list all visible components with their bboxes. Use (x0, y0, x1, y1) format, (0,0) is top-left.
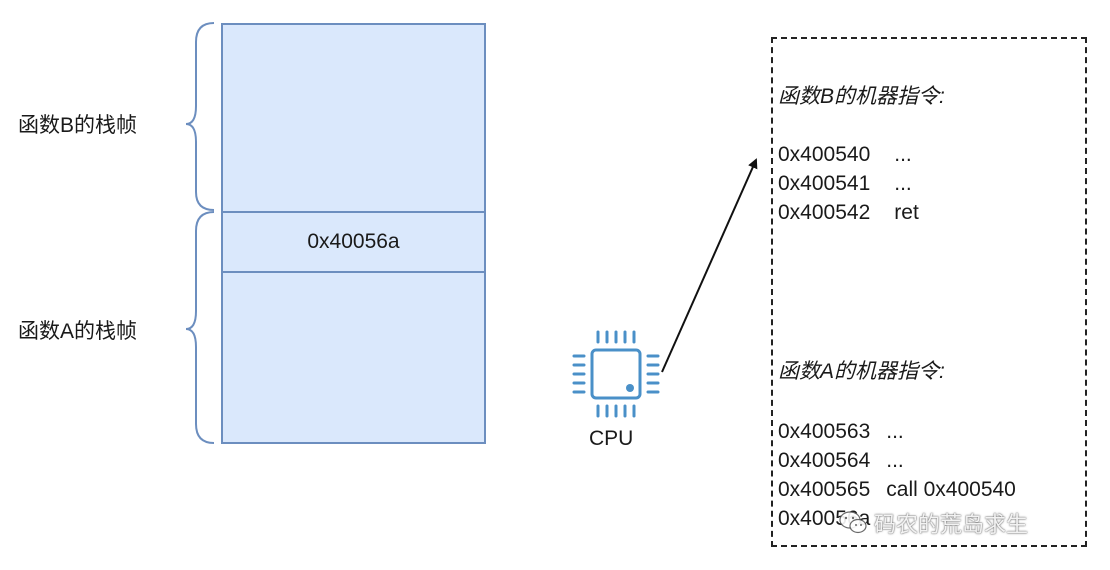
frame-braces (185, 22, 215, 444)
function-b-instructions-heading: 函数B的机器指令: (778, 85, 945, 108)
instruction-row: 0x400564... (778, 446, 1016, 475)
wechat-icon (839, 511, 867, 534)
instruction-row: 0x400542 ret (778, 198, 919, 227)
watermark-text: 码农的荒岛求生 (874, 512, 1029, 537)
instruction-address: 0x400541 (778, 172, 871, 195)
instruction-row: 0x400563... (778, 417, 1016, 446)
frame-b-label: 函数B的栈帧 (18, 114, 138, 137)
frame-a-label: 函数A的栈帧 (18, 320, 138, 343)
instruction-op: ... (886, 449, 904, 472)
instruction-address: 0x400563 (778, 420, 871, 443)
watermark: 码农的荒岛求生 (838, 507, 1028, 539)
stack-return-address-slot: 0x40056a (221, 211, 486, 273)
instruction-op: ret (894, 201, 919, 224)
instruction-panel (771, 37, 1087, 547)
cpu-label: CPU (589, 427, 634, 450)
instruction-pointer-arrow (661, 158, 758, 373)
instruction-op: ... (894, 172, 912, 195)
cpu-chip-icon (572, 330, 660, 418)
function-b-instruction-list: 0x400540... 0x400541... 0x400542 ret (778, 140, 919, 227)
function-a-instructions-heading: 函数A的机器指令: (778, 360, 945, 383)
instruction-row: 0x400540... (778, 140, 919, 169)
return-address-value: 0x40056a (307, 230, 400, 253)
frame-b-brace (185, 22, 215, 211)
instruction-address: 0x400542 (778, 201, 871, 224)
frame-a-brace (185, 211, 215, 444)
instruction-address: 0x400565 (778, 478, 871, 501)
instruction-row: 0x400541... (778, 169, 919, 198)
instruction-row: 0x400565 call 0x400540 (778, 475, 1016, 504)
instruction-op: call 0x400540 (886, 478, 1016, 501)
instruction-op: ... (894, 143, 912, 166)
instruction-address: 0x400540 (778, 143, 871, 166)
instruction-op: ... (886, 420, 904, 443)
instruction-address: 0x400564 (778, 449, 871, 472)
